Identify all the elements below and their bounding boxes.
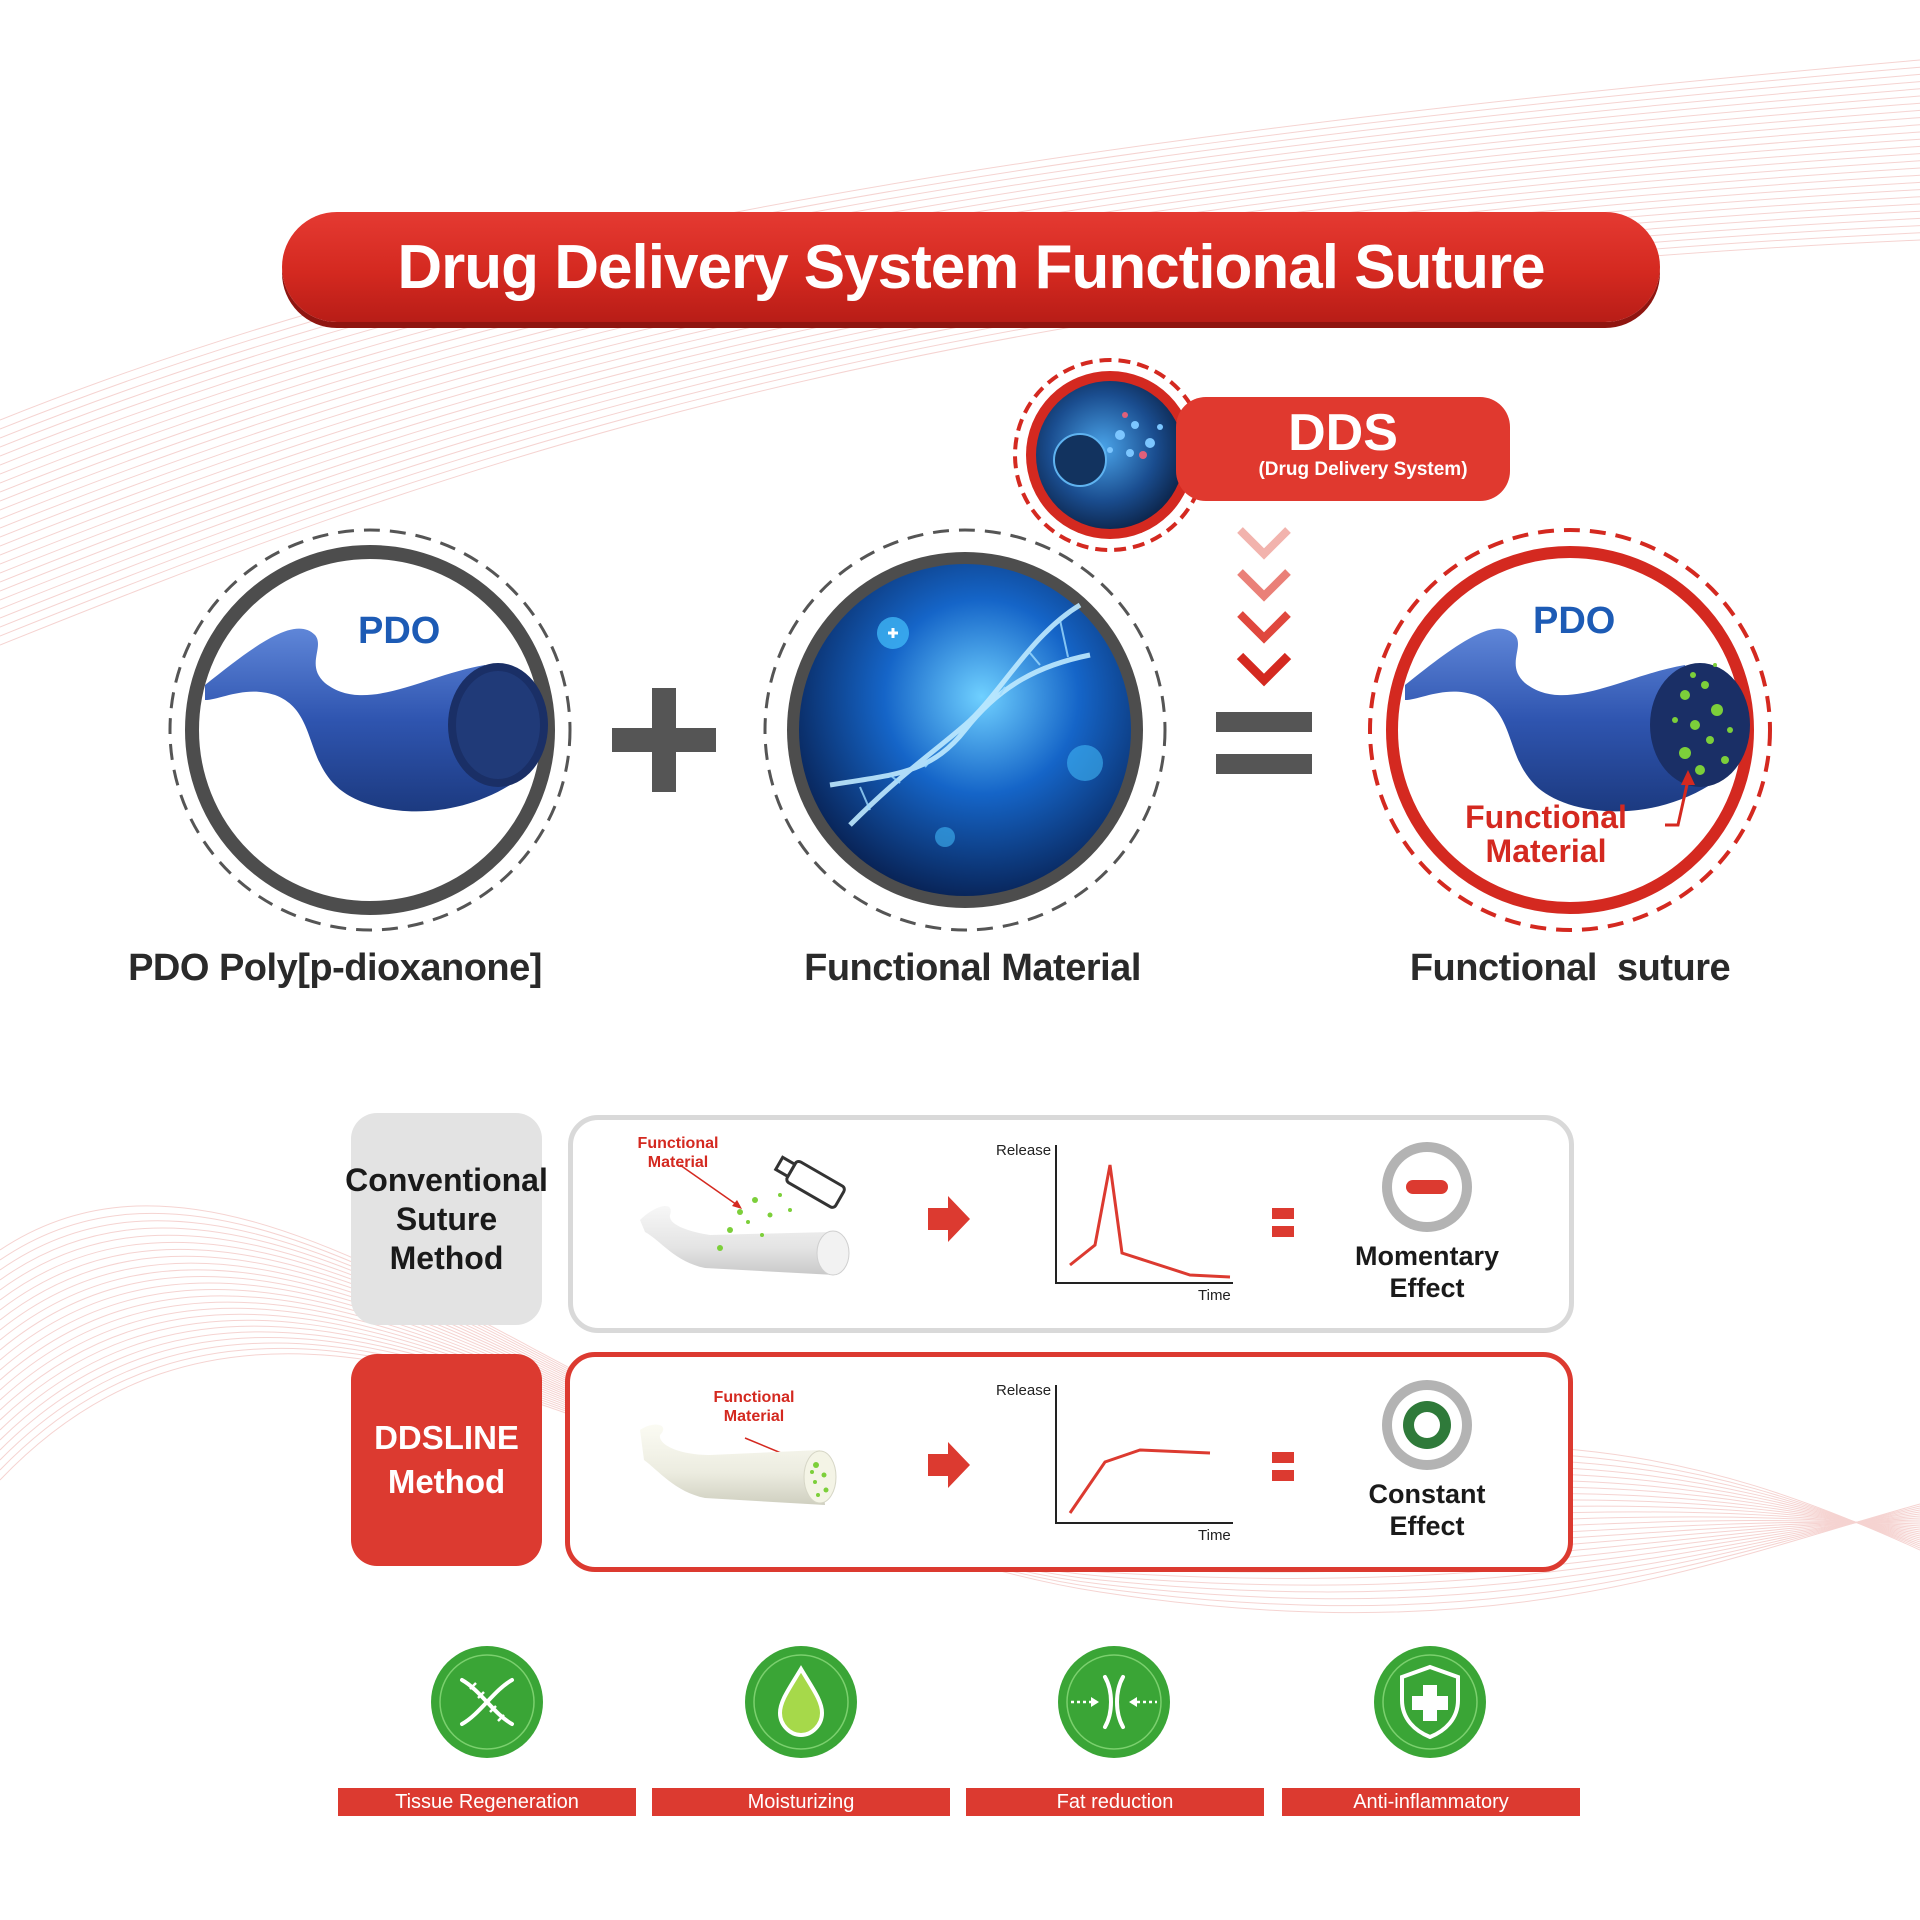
ddsline-release-graph	[1055, 1385, 1233, 1524]
functional-material-caption: Functional Material	[804, 947, 1141, 989]
ddsline-material-label: Functional Material	[704, 1388, 804, 1426]
fat-reduction-icon	[1058, 1646, 1170, 1758]
plus-icon	[612, 688, 716, 792]
equals-icon	[1216, 712, 1312, 774]
functional-material-circle	[763, 528, 1167, 932]
benefit-label-fat-reduction: Fat reduction	[966, 1788, 1264, 1816]
conventional-graph-xlabel: Time	[1198, 1287, 1231, 1304]
ddsline-arrow-icon	[928, 1442, 970, 1488]
dds-material-line-2: Material	[723, 1408, 785, 1425]
ddsline-label-line-2: Method	[387, 1463, 506, 1500]
conv-material-line-1: Functional	[637, 1135, 719, 1152]
suture-material-line-1: Functional	[1465, 799, 1627, 835]
conventional-label-line-3: Method	[389, 1239, 504, 1276]
conventional-equals-top	[1272, 1208, 1294, 1219]
dds-subtitle: (Drug Delivery System)	[1258, 459, 1468, 480]
ddsline-graph-ylabel: Release	[996, 1382, 1052, 1399]
functional-suture-caption: Functional suture	[1409, 947, 1731, 989]
momentary-effect-line-1: Momentary	[1354, 1241, 1500, 1271]
conventional-release-curve	[1069, 1164, 1231, 1279]
pdo-caption: PDO Poly[p-dioxanone]	[128, 947, 542, 989]
benefit-label-moisturizing: Moisturizing	[652, 1788, 950, 1816]
dds-title: DDS	[1288, 404, 1398, 462]
wave-line	[0, 1353, 1920, 1614]
dds-material-line-1: Functional	[713, 1389, 795, 1406]
constant-effect-line-1: Constant	[1368, 1479, 1486, 1509]
wave-line	[0, 167, 1920, 556]
dds-label-pill: DDS (Drug Delivery System)	[1176, 397, 1510, 501]
suture-functional-material-label: Functional Material	[1460, 800, 1632, 868]
dds-badge-circle	[1013, 358, 1207, 552]
benefit-label-tissue-regeneration: Tissue Regeneration	[338, 1788, 636, 1816]
suture-material-line-2: Material	[1485, 833, 1607, 869]
conventional-material-label: Functional Material	[628, 1134, 728, 1172]
functional-suture-circle	[1368, 528, 1772, 932]
benefit-label-anti-inflammatory: Anti-inflammatory	[1282, 1788, 1580, 1816]
conventional-label-line-1: Conventional	[345, 1161, 548, 1198]
conventional-release-graph	[1055, 1145, 1233, 1284]
constant-effect-line-2: Effect	[1389, 1511, 1465, 1541]
conventional-suture-illustration	[640, 1155, 850, 1276]
conv-material-line-2: Material	[647, 1154, 709, 1171]
suture-pdo-tag: PDO	[1533, 600, 1616, 642]
ddsline-graph-xlabel: Time	[1198, 1527, 1231, 1544]
ddsline-suture-illustration	[640, 1424, 837, 1505]
conventional-graph-ylabel: Release	[996, 1142, 1052, 1159]
wave-line	[0, 174, 1920, 565]
pdo-circle	[168, 528, 572, 932]
pdo-tag: PDO	[358, 610, 441, 652]
conventional-equals-bottom	[1272, 1226, 1294, 1237]
ddsline-label-line-1: DDSLINE	[374, 1419, 519, 1456]
ddsline-equals-bottom	[1272, 1470, 1294, 1481]
page-title: Drug Delivery System Functional Suture	[397, 232, 1545, 302]
minus-circle-icon	[1382, 1142, 1472, 1232]
ring-circle-icon	[1382, 1380, 1472, 1470]
shield-cross-icon	[1374, 1646, 1486, 1758]
conventional-label-line-2: Suture	[395, 1200, 498, 1237]
constant-effect-label: Constant Effect	[1332, 1478, 1522, 1542]
momentary-effect-label: Momentary Effect	[1332, 1240, 1522, 1304]
water-drop-icon	[745, 1646, 857, 1758]
chevron-down-icons	[1236, 527, 1292, 687]
ddsline-release-curve	[1068, 1448, 1211, 1514]
conventional-method-label: Conventional Suture Method	[345, 1113, 548, 1325]
ddsline-equals-top	[1272, 1452, 1294, 1463]
ddsline-method-label: DDSLINE Method	[351, 1354, 542, 1566]
dna-icon	[431, 1646, 543, 1758]
title-banner: Drug Delivery System Functional Suture	[282, 212, 1660, 322]
momentary-effect-line-2: Effect	[1389, 1273, 1465, 1303]
conventional-arrow-icon	[928, 1196, 970, 1242]
